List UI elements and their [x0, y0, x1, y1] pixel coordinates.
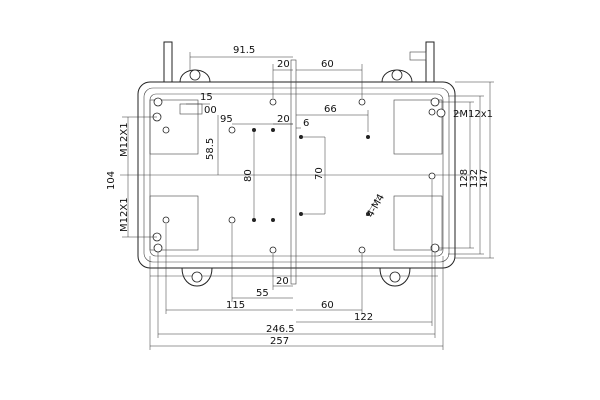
dim-label-70: 70 [314, 167, 325, 180]
dim-label-80: 80 [243, 169, 254, 182]
dim-label-91-5: 91.5 [233, 45, 255, 56]
dim-label-bot-60: 60 [321, 300, 334, 311]
dim-label-00: 00 [204, 105, 217, 116]
boss-hole [428, 108, 436, 116]
dim-label-246-5: 246.5 [266, 324, 295, 335]
lug-hole [389, 271, 401, 283]
bottom-lug-left [181, 267, 213, 287]
lug-hole [191, 271, 203, 283]
dim-label-top-60: 60 [321, 59, 334, 70]
dim-label-128: 128 [459, 169, 470, 188]
dimension-lines [122, 52, 494, 350]
dim-label-mid-20: 20 [277, 114, 290, 125]
boss-hole [358, 246, 366, 254]
corner-hole [153, 243, 163, 253]
gland-boss [179, 103, 203, 115]
dim-label-104: 104 [106, 171, 117, 190]
corner-block-tr [393, 99, 443, 155]
bottom-lug-right [379, 267, 411, 287]
lug-hole [189, 69, 201, 81]
hinge-tab-left [163, 41, 173, 83]
enclosure-outline [120, 41, 470, 287]
dim-label-58-5: 58.5 [205, 138, 216, 160]
corner-hole [430, 97, 440, 107]
dim-label-115: 115 [226, 300, 245, 311]
boss-hole [162, 216, 170, 224]
boss-hole [162, 126, 170, 134]
boss-hole [228, 216, 236, 224]
plate-hole [366, 212, 370, 216]
dim-label-66: 66 [324, 104, 337, 115]
plate-hole [271, 128, 275, 132]
dim-label-bot-20: 20 [276, 276, 289, 287]
corner-hole [153, 97, 163, 107]
dim-label-122: 122 [354, 312, 373, 323]
dim-label-4-m4: 4-M4 [365, 192, 387, 219]
section-divider [290, 59, 297, 285]
lug-hole [391, 69, 403, 81]
dim-label-95: 95 [220, 114, 233, 125]
leader-line [365, 195, 379, 217]
boss-hole [269, 98, 277, 106]
dim-label-55: 55 [256, 288, 269, 299]
dim-label-257: 257 [270, 336, 289, 347]
label-m12x1-left-bottom: M12X1 [119, 197, 130, 232]
corner-block-bl [149, 195, 199, 251]
corner-block-br [393, 195, 443, 251]
hinge-pin-right [409, 51, 427, 61]
boss-hole [269, 246, 277, 254]
mounting-holes [152, 69, 446, 283]
hinge-tab-right [425, 41, 435, 83]
dim-label-top-20: 20 [277, 59, 290, 70]
dim-label-15: 15 [200, 92, 213, 103]
dim-label-132: 132 [469, 169, 480, 188]
boss-hole [358, 98, 366, 106]
boss-hole [228, 126, 236, 134]
label-2m12x1-right: 2M12x1 [453, 109, 493, 120]
dim-label-147: 147 [479, 169, 490, 188]
dim-label-6: 6 [303, 118, 309, 129]
plate-hole [271, 218, 275, 222]
boss-hole [428, 172, 436, 180]
plate-hole [366, 135, 370, 139]
label-m12x1-left-top: M12X1 [119, 122, 130, 157]
corner-block-tl [149, 99, 199, 155]
gland-port [436, 108, 446, 118]
